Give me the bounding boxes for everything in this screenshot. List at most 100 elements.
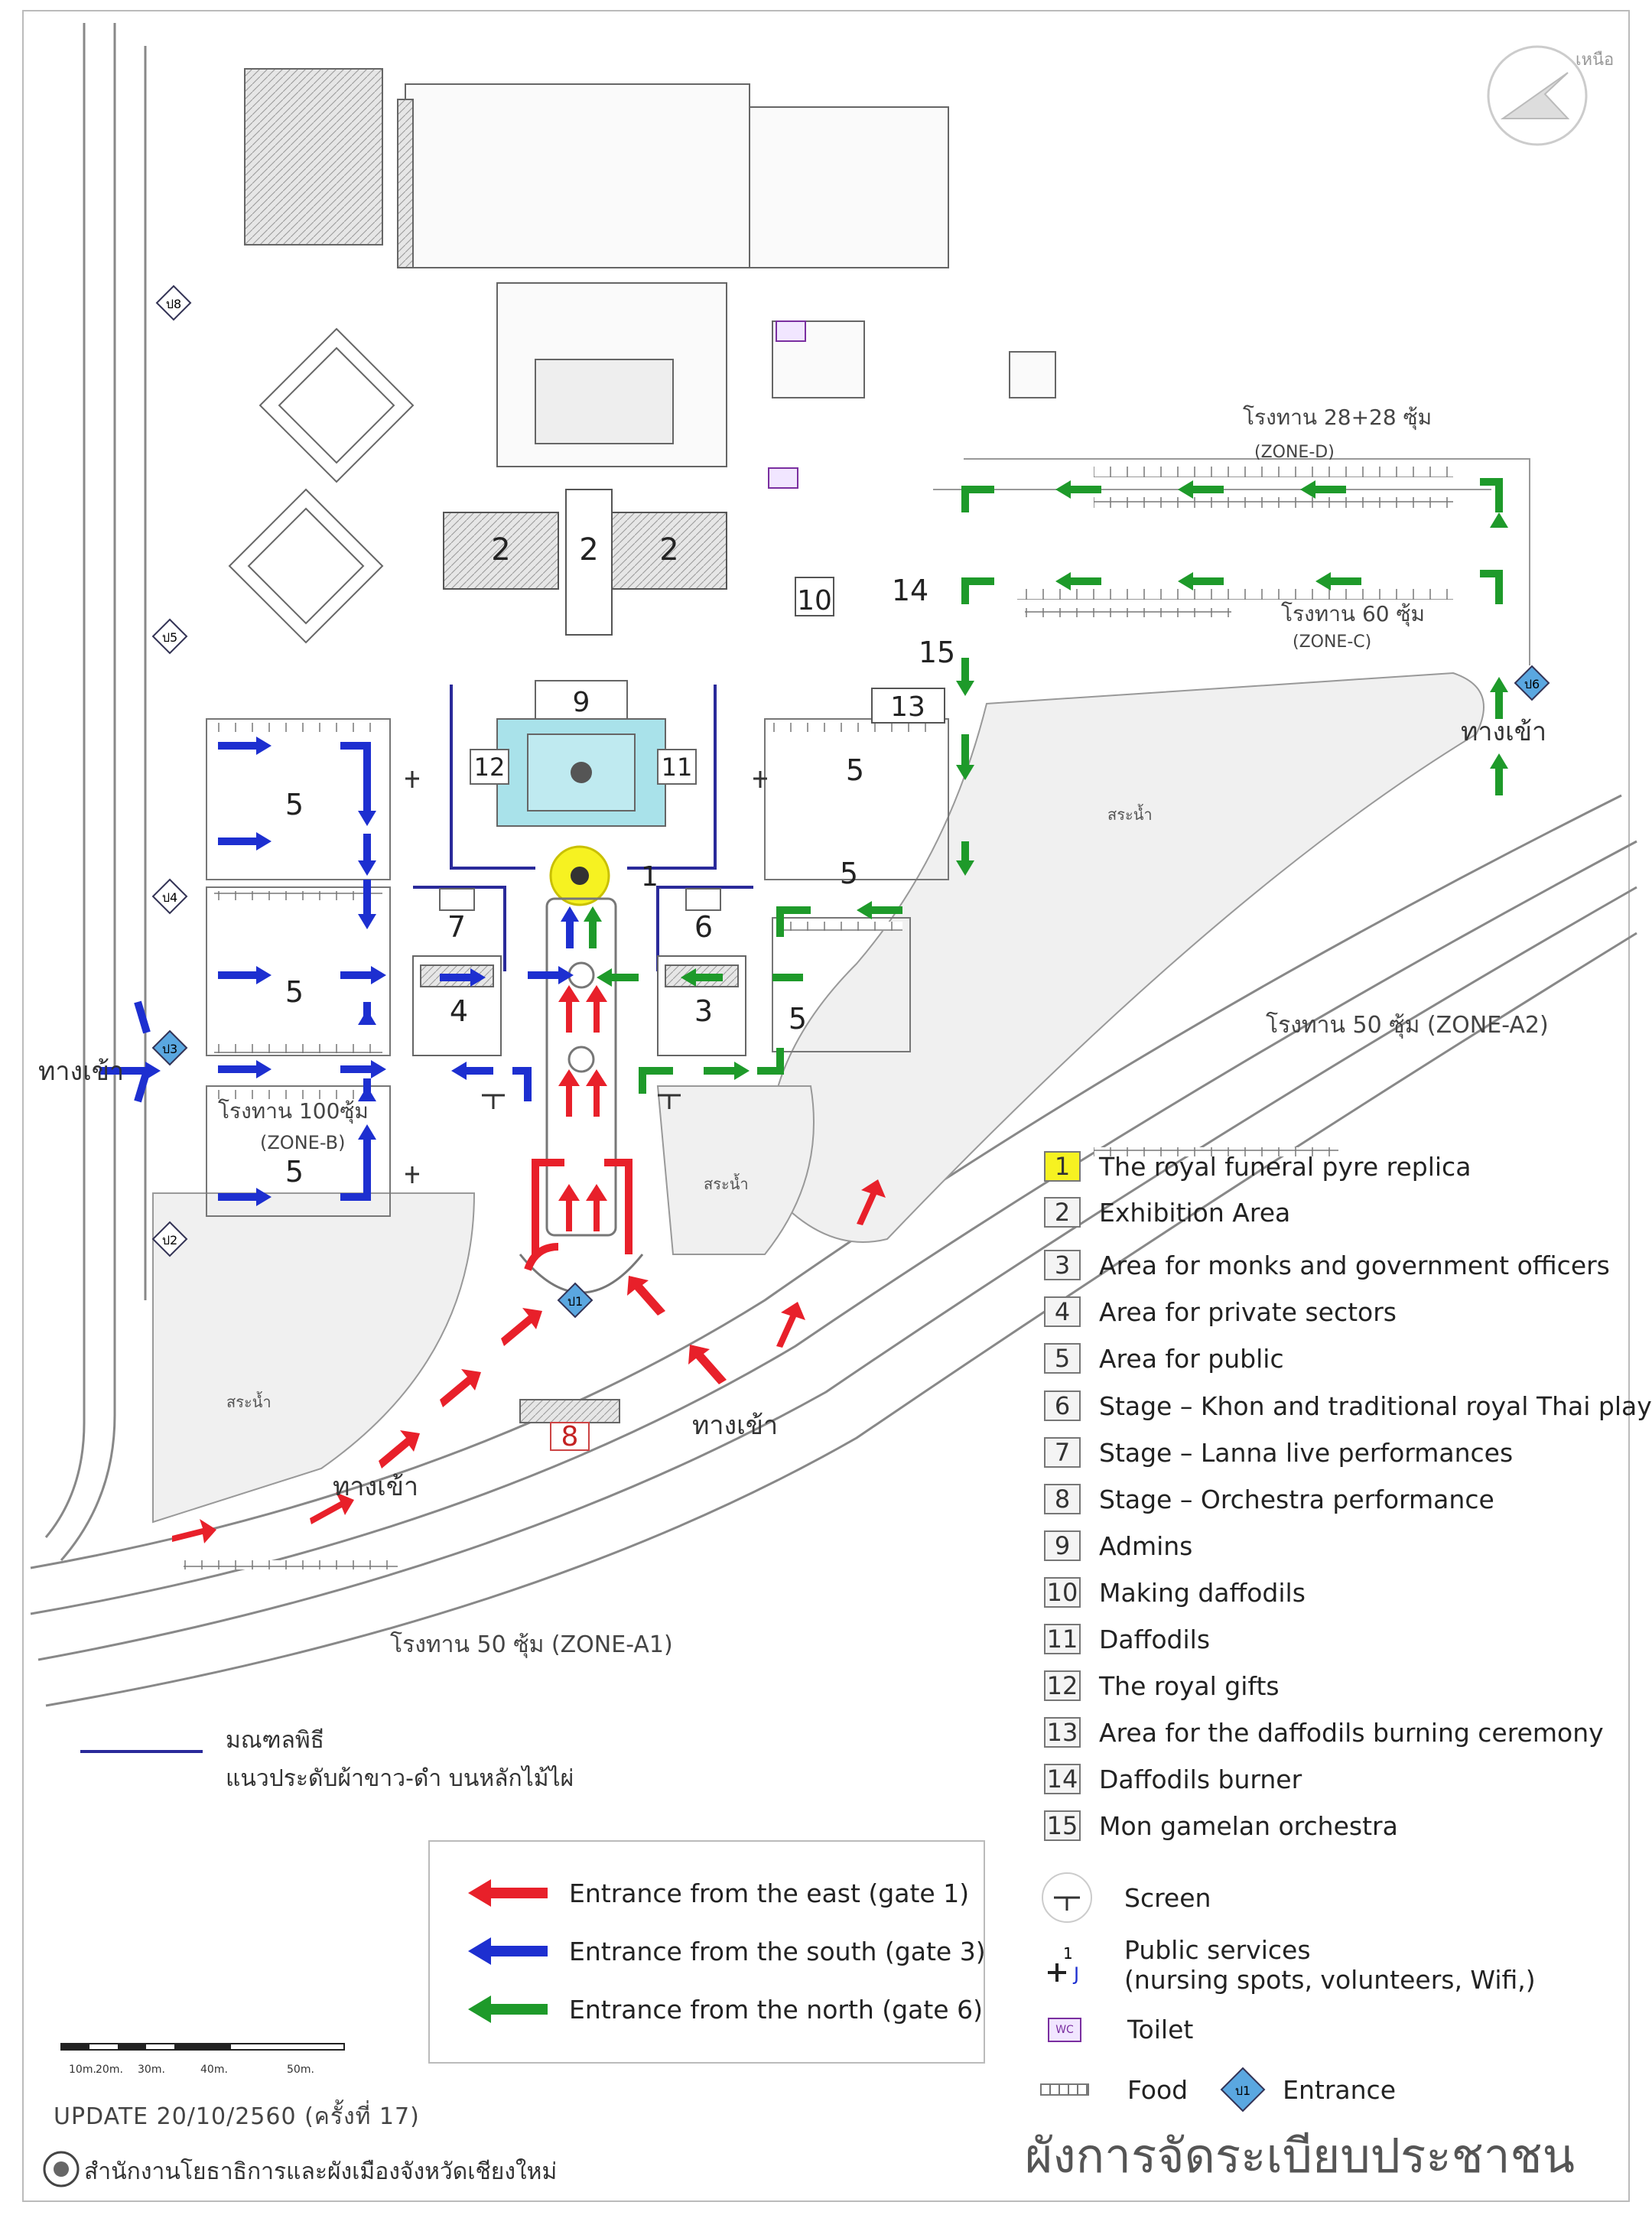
area-label-15: 15 [919,636,955,669]
entrance-text-northeast: ทางเข้า [1461,717,1546,747]
wc-icon: WC [1048,2017,1081,2042]
legend-label: The royal gifts [1099,1670,1280,1701]
entrance-badges: ป8 ป5 ป4 ป3 ป2 ป1 ป6 [151,285,1550,1319]
area-label-5f: 5 [789,1002,807,1036]
area-label-4: 4 [450,994,468,1028]
south-route-arrows [99,742,574,1201]
area-label-7: 7 [447,910,466,944]
scale-label-50: 50m. [287,2064,314,2076]
legend-label: Area for private sectors [1099,1296,1397,1327]
scale-label-40: 40m. [200,2064,228,2076]
legend-num: 14 [1044,1764,1081,1794]
pond-south [656,1085,815,1255]
area-label-2b: 2 [579,532,598,568]
symbol-toilet: WC Toilet [1040,2015,1193,2044]
area-label-5e: 5 [840,857,858,890]
legend-label: Daffodils burner [1099,1764,1302,1794]
green-arrow-icon [468,1995,548,2023]
scale-label-20: 20m. [96,2064,123,2076]
area-label-5d: 5 [846,753,864,787]
area-label-5c: 5 [285,1155,304,1189]
north-route-arrows [589,478,1503,1094]
screen-symbols [405,771,767,1183]
public-services-label: Public services [1124,1935,1311,1965]
scale-label-10: 10m. [69,2064,96,2076]
areas-3-4 [412,955,746,1056]
legend-num: 12 [1044,1670,1081,1701]
legend-label: Mon gamelan orchestra [1099,1810,1398,1841]
screen-icon [1042,1872,1092,1923]
entrance-text-southwest: ทางเข้า [333,1472,418,1502]
legend-num: 1 [1044,1151,1081,1182]
entrance-badge-8: ป8 [166,297,181,311]
legend-item-2: 2 Exhibition Area [1044,1195,1290,1230]
legend-num: 13 [1044,1717,1081,1748]
food-icon [1040,2083,1089,2096]
area-label-2c: 2 [659,532,678,568]
legend-num: 8 [1044,1484,1081,1514]
gate-row-north: Entrance from the north (gate 6) [468,1990,983,2028]
legend-num: 9 [1044,1530,1081,1561]
legend-num: 3 [1044,1250,1081,1280]
screen-label: Screen [1124,1882,1211,1913]
zone-c-thai: โรงทาน 60 ซุ้ม [1281,601,1425,627]
scale-bar: 10m. 20m. 30m. 40m. 50m. [60,2043,345,2076]
entrance-badge-1: ป1 [567,1294,583,1309]
legend-num: 7 [1044,1437,1081,1468]
public-services-detail: (nursing spots, volunteers, Wifi,) [1124,1965,1536,1995]
legend-num: 6 [1044,1390,1081,1421]
area-label-8: 8 [561,1421,579,1452]
road-south-highway [30,794,1637,1707]
entrance-label: Entrance [1283,2074,1396,2105]
red-arrow-icon [468,1879,548,1907]
exhibition-areas [443,489,727,636]
building-complex [244,68,1056,467]
road-west [44,23,147,1561]
update-stamp: UPDATE 20/10/2560 (ครั้งที่ 17) [54,2103,420,2130]
road-east [933,458,1530,665]
north-label: เหนือ [1576,50,1614,70]
gate-label-east: Entrance from the east (gate 1) [569,1878,970,1908]
area-label-6: 6 [694,910,713,944]
gate-legend: Entrance from the east (gate 1) Entrance… [428,1840,986,2064]
legend-label: Daffodils [1099,1624,1211,1654]
area-label-13: 13 [890,691,925,723]
public-services-icon: 1J [1048,1944,1079,1985]
entrance-badge-2: ป2 [162,1233,177,1247]
legend-label: Exhibition Area [1099,1197,1291,1228]
legend-item-11: 11 Daffodils [1044,1621,1210,1657]
public-area-blocks [206,718,949,1217]
north-arrow-icon: เหนือ [1487,45,1614,146]
area-label-5a: 5 [285,788,304,821]
entrance-icon-label: ป1 [1235,2083,1250,2098]
central-pavilion [496,680,666,827]
entrance-badge-6: ป6 [1524,677,1540,691]
area-label-1: 1 [641,861,659,893]
gate-label-south: Entrance from the south (gate 3) [569,1936,986,1966]
east-route-arrows [172,985,886,1543]
zone-b-thai: โรงทาน 100ซุ้ม [218,1098,369,1124]
zone-d-label: (ZONE-D) [1254,443,1335,462]
zone-d-thai: โรงทาน 28+28 ซุ้ม [1243,405,1432,431]
legend-num: 11 [1044,1624,1081,1654]
area-label-3: 3 [694,994,713,1028]
area-label-9: 9 [573,687,590,718]
legend-num: 2 [1044,1197,1081,1228]
legend-item-14: 14 Daffodils burner [1044,1761,1302,1797]
svg-text:J: J [1072,1963,1079,1985]
gate-row-east: Entrance from the east (gate 1) [468,1874,969,1912]
legend-num: 4 [1044,1296,1081,1327]
pond-label-east: สระน้ำ [1107,804,1153,824]
map-title: ผังการจัดระเบียบประชาชน [1025,2128,1575,2184]
symbol-food: Food ป1 Entrance [1040,2065,1396,2114]
gate-label-north: Entrance from the north (gate 6) [569,1994,983,2025]
legend-num: 10 [1044,1577,1081,1608]
